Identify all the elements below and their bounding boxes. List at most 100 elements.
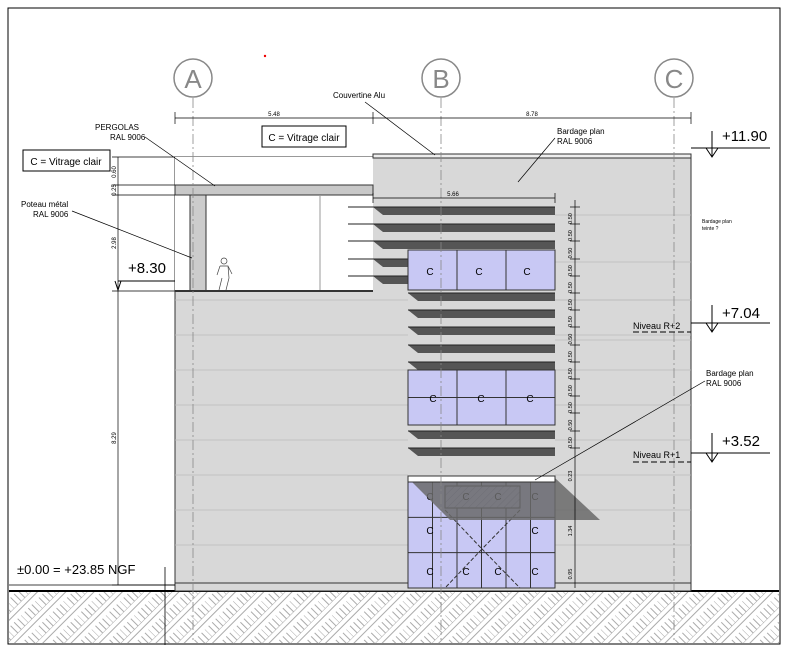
vitrage-box-top-text: C = Vitrage clair bbox=[268, 133, 340, 144]
louver-step: 0.50 bbox=[568, 420, 574, 431]
glass-mark: C bbox=[475, 267, 482, 278]
louver-step: 0.50 bbox=[568, 248, 574, 259]
louver-step: 0.50 bbox=[568, 351, 574, 362]
glass-mark: C bbox=[462, 567, 469, 578]
louver-step: 0.50 bbox=[568, 230, 574, 241]
cladding-joints bbox=[175, 214, 691, 546]
svg-text:A: A bbox=[184, 64, 202, 94]
glass-mark: C bbox=[531, 567, 538, 578]
louver-step: 0.50 bbox=[568, 282, 574, 293]
leader-poteau bbox=[71, 210, 193, 259]
entrance-canopy-shadow bbox=[408, 478, 600, 520]
louver-step: 0.50 bbox=[568, 213, 574, 224]
glass-mark: C bbox=[426, 267, 433, 278]
label-pergolas: PERGOLAS bbox=[95, 123, 139, 132]
leader-bardage1 bbox=[517, 137, 556, 183]
vdim-023: 0.23 bbox=[568, 471, 574, 482]
vdim-829: 8.29 bbox=[112, 432, 118, 444]
vdim-095: 0.95 bbox=[568, 569, 574, 580]
level-1190: +11.90 bbox=[722, 128, 767, 145]
louver-blade bbox=[408, 293, 555, 301]
glass-mark: C bbox=[526, 394, 533, 405]
steel-post bbox=[189, 194, 207, 292]
louver-step: 0.50 bbox=[568, 334, 574, 345]
door-swing bbox=[444, 509, 521, 589]
glass-panel bbox=[407, 249, 556, 291]
level-marker-352 bbox=[633, 433, 770, 463]
vitrage-box-left-text: C = Vitrage clair bbox=[30, 157, 102, 168]
level-830: +8.30 bbox=[128, 260, 166, 277]
label-poteau: Poteau métal bbox=[21, 200, 68, 209]
louver-blade bbox=[408, 431, 555, 439]
grid-bubble-c: C bbox=[654, 58, 694, 98]
label-bardage-teinte: Bardage plan bbox=[702, 219, 732, 225]
vdim-134: 1.34 bbox=[568, 526, 574, 537]
person-figure bbox=[216, 257, 233, 291]
glass-mark: C bbox=[494, 567, 501, 578]
label-pergolas-ral: RAL 9006 bbox=[110, 133, 146, 142]
louver-step: 0.50 bbox=[568, 385, 574, 396]
niveau-r2: Niveau R+2 bbox=[633, 321, 680, 331]
level-marker-830 bbox=[114, 280, 175, 292]
louver-step: 0.50 bbox=[568, 265, 574, 276]
glass-mark: C bbox=[523, 267, 530, 278]
louver-step: 0.50 bbox=[568, 368, 574, 379]
vdim-025: 0.25 bbox=[112, 184, 118, 196]
grid-bubble-b: B bbox=[421, 58, 461, 98]
svg-text:C: C bbox=[665, 64, 684, 94]
louver-blade bbox=[408, 327, 555, 335]
level-352: +3.52 bbox=[722, 433, 760, 450]
vitrage-box-top bbox=[261, 125, 347, 148]
level-marker-1190 bbox=[691, 131, 770, 158]
label-bardage2: Bardage plan bbox=[706, 369, 754, 378]
level-marker-704 bbox=[633, 305, 770, 333]
glass-mark: C bbox=[477, 394, 484, 405]
grid-bubble-a: A bbox=[173, 58, 213, 98]
leader-couvertine bbox=[364, 101, 436, 156]
louver-blade bbox=[408, 448, 555, 456]
louver-blade bbox=[373, 241, 555, 249]
label-couvertine: Couvertine Alu bbox=[333, 91, 385, 100]
leader-bardage2 bbox=[534, 380, 706, 481]
label-bardage1: Bardage plan bbox=[557, 127, 605, 136]
terrace-sky bbox=[175, 157, 373, 185]
entrance-canopy bbox=[407, 475, 556, 483]
louver-step: 0.50 bbox=[568, 316, 574, 327]
glass-mark: C bbox=[426, 526, 433, 537]
vdim-298: 2.98 bbox=[112, 237, 118, 249]
grid-lines bbox=[192, 98, 675, 640]
louver-blade bbox=[373, 207, 555, 215]
label-bardage-teinte-2: teinte ? bbox=[702, 226, 719, 232]
louver-step: 0.50 bbox=[568, 299, 574, 310]
ground-hatch bbox=[9, 591, 779, 643]
leader-pergolas bbox=[144, 136, 216, 187]
glass-mark: C bbox=[429, 394, 436, 405]
sheet-border bbox=[7, 7, 781, 645]
louver-dimension-chain: 0.50 0.50 0.50 0.50 0.50 0.50 0.50 0.50 0.50 0.50… bbox=[568, 200, 580, 588]
ngf-reference: ±0.00 = +23.85 NGF bbox=[17, 562, 135, 577]
pergola bbox=[174, 184, 374, 196]
dim-louvers: 5.66 bbox=[447, 192, 459, 198]
label-bardage1-ral: RAL 9006 bbox=[557, 137, 593, 146]
terrace-opening bbox=[175, 185, 373, 292]
louver-blade bbox=[408, 362, 555, 370]
louver-step: 0.50 bbox=[568, 437, 574, 448]
vitrage-box-left bbox=[22, 149, 111, 172]
glass-mark: C bbox=[426, 567, 433, 578]
label-poteau-ral: RAL 9006 bbox=[33, 210, 69, 219]
louver-blade bbox=[373, 224, 555, 232]
couvertine bbox=[372, 153, 692, 159]
vdim-060: 0.60 bbox=[112, 166, 118, 178]
louver-blade bbox=[408, 310, 555, 318]
level-704: +7.04 bbox=[722, 305, 760, 322]
dim-ab: 5.48 bbox=[268, 112, 280, 118]
louver-blade bbox=[408, 345, 555, 353]
louver-step: 0.50 bbox=[568, 402, 574, 413]
svg-text:B: B bbox=[432, 64, 449, 94]
top-dimension-lines bbox=[174, 112, 692, 203]
red-marker bbox=[263, 54, 267, 58]
left-dimension-lines bbox=[112, 156, 175, 586]
dim-bc: 8.78 bbox=[526, 112, 538, 118]
label-bardage2-ral: RAL 9006 bbox=[706, 379, 742, 388]
